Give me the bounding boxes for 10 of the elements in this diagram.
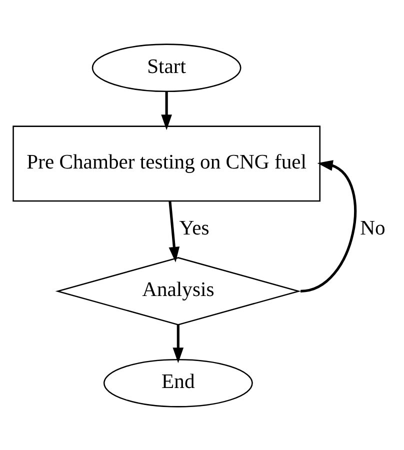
- node-ellipse: Start: [92, 43, 242, 92]
- node-ellipse: End: [103, 358, 253, 407]
- arrow: [161, 91, 172, 130]
- arrow: [168, 200, 180, 262]
- edge-label: No: [360, 216, 386, 239]
- arrow: [300, 160, 356, 292]
- arrow: [172, 324, 184, 363]
- node-diamond: Analysis: [55, 256, 302, 325]
- edge-label: Yes: [179, 216, 210, 239]
- node-box: Pre Chamber testing on CNG fuel: [12, 125, 321, 202]
